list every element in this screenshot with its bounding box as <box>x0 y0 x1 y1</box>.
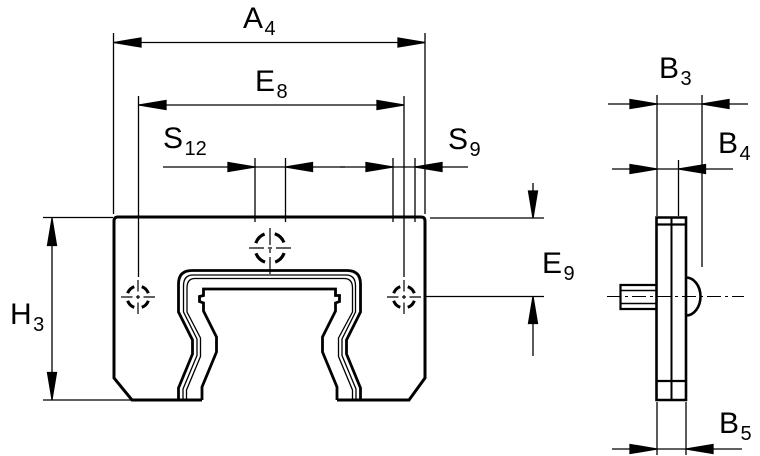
dimensions-side <box>608 95 748 455</box>
label-s9-sub: 9 <box>469 139 481 161</box>
dim-s12-arrow-right <box>284 161 314 173</box>
label-e9: E9 <box>542 247 575 285</box>
dim-s9 <box>340 158 468 222</box>
label-b3: B3 <box>659 52 692 90</box>
label-s12-main: S <box>163 122 184 155</box>
dim-a4-arrow-right <box>397 37 426 48</box>
label-b3-sub: 3 <box>680 68 692 90</box>
side-plate-outline <box>655 216 688 402</box>
label-a4-sub: 4 <box>264 18 276 40</box>
dim-a4 <box>112 33 426 214</box>
label-b4: B4 <box>718 127 751 165</box>
dim-b5-arrow-right <box>685 443 714 455</box>
side-view <box>607 216 744 402</box>
label-e8-main: E <box>255 65 276 98</box>
channel-inner-rail-contour <box>198 287 341 400</box>
label-h3-main: H <box>10 298 33 331</box>
label-h3: H3 <box>10 298 44 336</box>
label-b5-sub: 5 <box>740 423 752 445</box>
dim-b4-arrow-left <box>629 163 658 175</box>
dim-a4-arrow-left <box>113 37 142 48</box>
dim-h3-arrow-top <box>46 217 58 247</box>
hole-center-marks <box>121 228 421 314</box>
label-a4-main: A <box>243 2 264 35</box>
label-s9-main: S <box>448 123 469 156</box>
dim-e9-arrow-top <box>527 190 539 219</box>
dim-h3-arrow-bottom <box>46 371 58 401</box>
dim-s12-arrow-left <box>227 161 256 173</box>
label-s9: S9 <box>448 123 481 161</box>
dim-b3-arrow-right <box>701 98 730 110</box>
label-e8: E8 <box>255 65 288 103</box>
front-plate-outline <box>112 215 427 402</box>
dim-e9 <box>424 183 544 356</box>
front-view <box>112 215 427 402</box>
label-s12: S12 <box>163 122 207 160</box>
label-s12-sub: 12 <box>184 138 207 160</box>
dim-b5 <box>612 402 742 455</box>
label-e9-sub: 9 <box>563 263 575 285</box>
dim-b3 <box>608 95 748 267</box>
dim-e9-arrow-bottom <box>527 295 539 325</box>
label-b5: B5 <box>719 407 752 445</box>
dim-s9-arrow-left <box>365 161 394 173</box>
label-b4-sub: 4 <box>739 143 751 165</box>
dim-b4-arrow-right <box>677 163 707 175</box>
channel-mid-contour-2 <box>185 277 354 400</box>
dim-e8-arrow-left <box>138 99 167 111</box>
label-e9-main: E <box>542 247 563 280</box>
dimensions-front <box>43 33 544 401</box>
label-e8-sub: 8 <box>276 81 288 103</box>
dim-s12 <box>163 158 345 222</box>
dim-e8 <box>137 96 405 277</box>
label-b4-main: B <box>718 127 739 160</box>
dim-h3 <box>43 216 131 401</box>
label-h3-sub: 3 <box>33 314 45 336</box>
label-b5-main: B <box>719 407 740 440</box>
dim-b4 <box>612 160 733 216</box>
label-b3-main: B <box>659 52 680 85</box>
dim-b3-arrow-left <box>629 98 658 110</box>
channel-mid-contour-1 <box>182 274 357 400</box>
label-a4: A4 <box>243 2 276 40</box>
dim-s9-arrow-right <box>414 161 443 173</box>
dim-e8-arrow-right <box>376 99 405 111</box>
dim-b5-arrow-left <box>629 443 658 455</box>
